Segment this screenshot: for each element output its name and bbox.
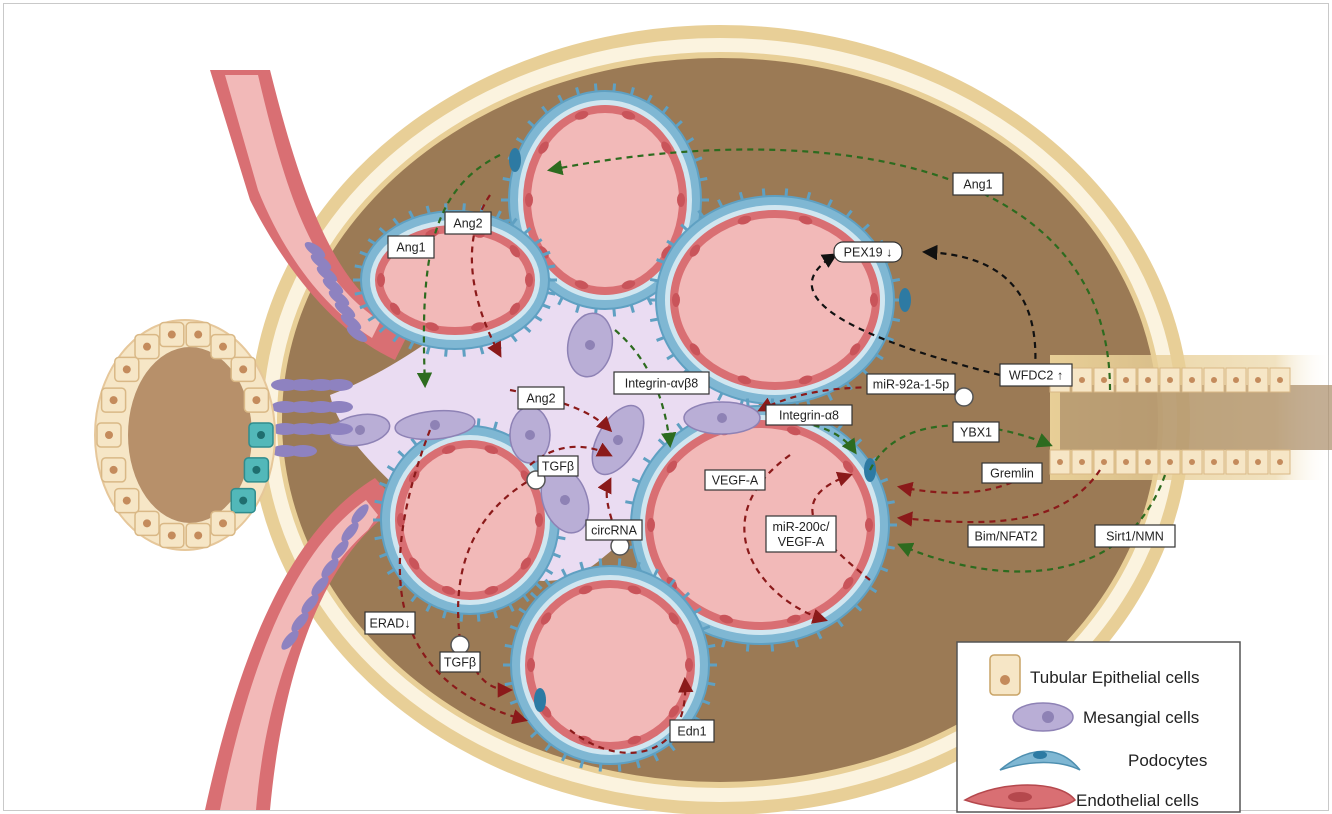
label-text: PEX19 ↓ <box>844 246 893 260</box>
label-bim-nfat2: Bim/NFAT2 <box>968 525 1044 547</box>
legend-mesangial-icon <box>1013 703 1073 731</box>
label-ybx1: YBX1 <box>953 422 999 442</box>
label-text: circRNA <box>591 524 637 538</box>
label-tgfb-mid: TGFβ <box>538 456 578 476</box>
label-text: VEGF-A <box>778 535 825 549</box>
label-text: VEGF-A <box>712 474 759 488</box>
label-edn1: Edn1 <box>670 720 714 742</box>
label-text: Ang1 <box>396 241 425 255</box>
mesangial-cell <box>510 407 550 463</box>
label-text: Integrin-α8 <box>779 409 839 423</box>
label-ang2-top: Ang2 <box>445 212 491 234</box>
legend: Tubular Epithelial cells Mesangial cells… <box>957 642 1240 812</box>
proximal-tubule <box>1050 355 1332 480</box>
mir92-receptor-icon <box>955 388 973 406</box>
endothelial-cell <box>525 193 533 207</box>
extraglomerular-cell <box>325 379 353 391</box>
endothelial-cell <box>377 273 385 287</box>
endothelial-cell <box>865 518 873 532</box>
endothelial-cell <box>525 273 533 287</box>
label-text: YBX1 <box>960 426 992 440</box>
label-sirt1-nmn: Sirt1/NMN <box>1095 525 1175 547</box>
legend-mesangial-label: Mesangial cells <box>1083 708 1199 727</box>
endothelial-cell <box>672 293 680 307</box>
extraglomerular-cell <box>325 401 353 413</box>
label-tgfb-low: TGFβ <box>440 652 480 672</box>
label-text: TGFβ <box>542 460 574 474</box>
label-circrna: circRNA <box>586 520 642 540</box>
label-text: Ang2 <box>526 392 555 406</box>
label-ang1-left: Ang1 <box>388 236 434 258</box>
label-ang2-mid: Ang2 <box>518 387 564 409</box>
label-text: ERAD↓ <box>370 617 411 631</box>
label-text: miR-200c/ <box>773 520 830 534</box>
distal-tubule <box>95 320 275 550</box>
endothelial-cell <box>535 513 543 527</box>
label-wfdc2: WFDC2 ↑ <box>1000 364 1072 386</box>
label-text: Integrin-αvβ8 <box>625 377 699 391</box>
legend-endothelial-label: Endothelial cells <box>1076 791 1199 810</box>
podocyte-nucleus <box>899 288 911 312</box>
legend-tubular-label: Tubular Epithelial cells <box>1030 668 1199 687</box>
label-vegf-a: VEGF-A <box>705 470 765 490</box>
endothelial-cell <box>527 658 535 672</box>
label-text: Bim/NFAT2 <box>975 530 1038 544</box>
endothelial-cell <box>677 193 685 207</box>
tgfb-low-receptor-icon <box>451 636 469 654</box>
label-erad: ERAD↓ <box>365 612 415 634</box>
label-text: WFDC2 ↑ <box>1009 369 1063 383</box>
label-text: Sirt1/NMN <box>1106 530 1164 544</box>
extraglomerular-cell <box>289 445 317 457</box>
mesangial-cell <box>684 402 760 434</box>
label-text: TGFβ <box>444 656 476 670</box>
label-mir200c: miR-200c/VEGF-A <box>766 516 836 552</box>
legend-podocyte-label: Podocytes <box>1128 751 1207 770</box>
label-ang1-right: Ang1 <box>953 173 1003 195</box>
podocyte-nucleus <box>534 688 546 712</box>
label-integrin-avb8: Integrin-αvβ8 <box>614 372 709 394</box>
label-text: Gremlin <box>990 467 1034 481</box>
label-text: miR-92a-1-5p <box>873 378 949 392</box>
extraglomerular-cell <box>325 423 353 435</box>
label-pex19: PEX19 ↓ <box>834 242 902 262</box>
label-text: Edn1 <box>677 725 706 739</box>
podocyte-nucleus <box>509 148 521 172</box>
label-gremlin: Gremlin <box>982 463 1042 483</box>
label-text: Ang1 <box>963 178 992 192</box>
endothelial-cell <box>870 293 878 307</box>
endothelial-cell <box>685 658 693 672</box>
label-mir92a: miR-92a-1-5p <box>867 374 955 394</box>
legend-tubular-icon <box>990 655 1020 695</box>
label-integrin-a8: Integrin-α8 <box>766 405 852 425</box>
endothelial-cell <box>647 518 655 532</box>
label-text: Ang2 <box>453 217 482 231</box>
